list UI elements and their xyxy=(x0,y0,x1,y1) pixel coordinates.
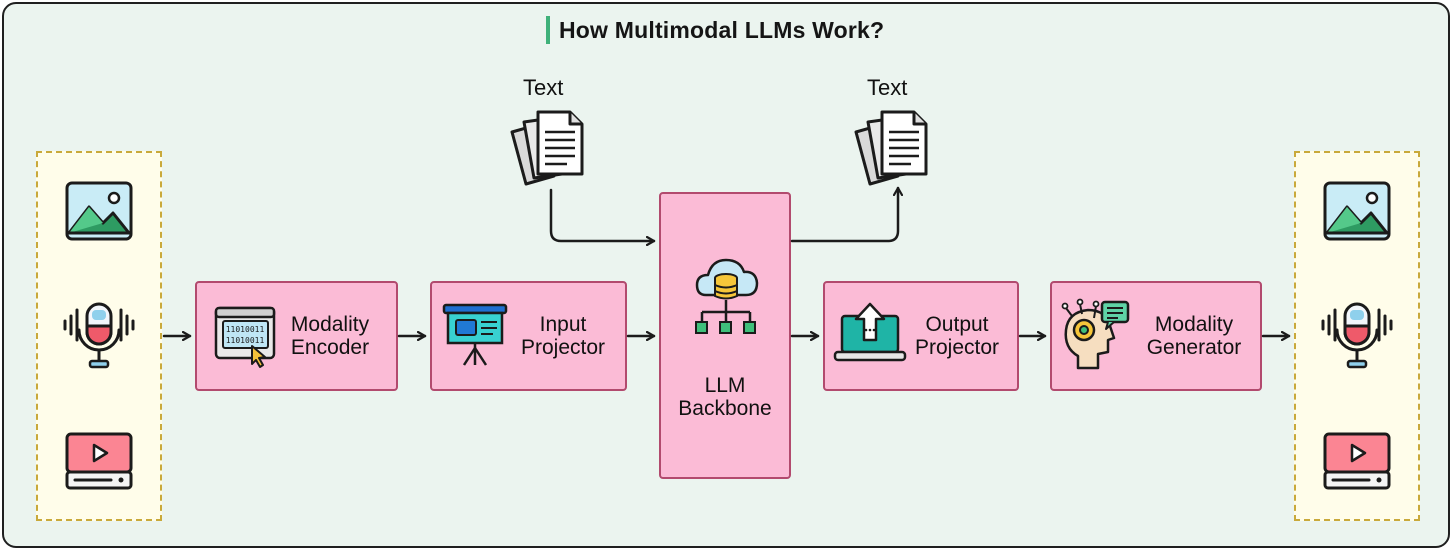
llm-backbone-line1: LLM xyxy=(704,374,746,397)
modality-generator-line2: Generator xyxy=(1146,336,1242,359)
arrow-text-to-llm xyxy=(549,188,656,241)
modality-encoder-icon: 11010011 11010011 xyxy=(214,306,276,368)
diagram-title: How Multimodal LLMs Work? xyxy=(559,16,885,43)
input-audio-icon xyxy=(63,302,135,369)
output-image-icon xyxy=(1323,181,1391,241)
svg-text:11010011: 11010011 xyxy=(226,325,265,334)
title-block: How Multimodal LLMs Work? xyxy=(546,14,884,46)
modality-generator-label: Modality Generator xyxy=(1134,313,1254,359)
modality-encoder-line2: Encoder xyxy=(290,336,370,359)
modality-generator-line1: Modality xyxy=(1154,313,1234,336)
output-audio-icon xyxy=(1321,302,1393,369)
title-accent-bar xyxy=(546,16,550,44)
input-video-icon xyxy=(65,432,133,490)
text-input-label: Text xyxy=(523,75,564,100)
arrow-llm-to-text xyxy=(790,186,898,243)
text-output-label: Text xyxy=(867,75,908,100)
llm-backbone-label: LLM Backbone xyxy=(664,374,786,420)
input-projector-icon xyxy=(442,303,508,366)
modality-generator-box xyxy=(1050,281,1262,391)
input-projector-line2: Projector xyxy=(520,336,606,359)
input-projector-line1: Input xyxy=(539,313,587,336)
text-input-document-icon xyxy=(510,110,584,186)
output-projector-label: Output Projector xyxy=(903,313,1011,359)
modality-encoder-label: Modality Encoder xyxy=(278,313,382,359)
text-output-document-icon xyxy=(854,110,928,186)
output-projector-icon xyxy=(833,302,907,362)
output-projector-line1: Output xyxy=(925,313,989,336)
input-projector-label: Input Projector xyxy=(509,313,617,359)
modality-encoder-line1: Modality xyxy=(290,313,370,336)
input-image-icon xyxy=(65,181,133,241)
modality-generator-icon xyxy=(1061,298,1130,370)
output-projector-line2: Projector xyxy=(914,336,1000,359)
svg-text:11010011: 11010011 xyxy=(226,336,265,345)
llm-backbone-box xyxy=(659,192,791,479)
llm-backbone-line2: Backbone xyxy=(678,397,772,420)
output-video-icon xyxy=(1323,432,1391,490)
llm-backbone-icon xyxy=(695,258,759,334)
